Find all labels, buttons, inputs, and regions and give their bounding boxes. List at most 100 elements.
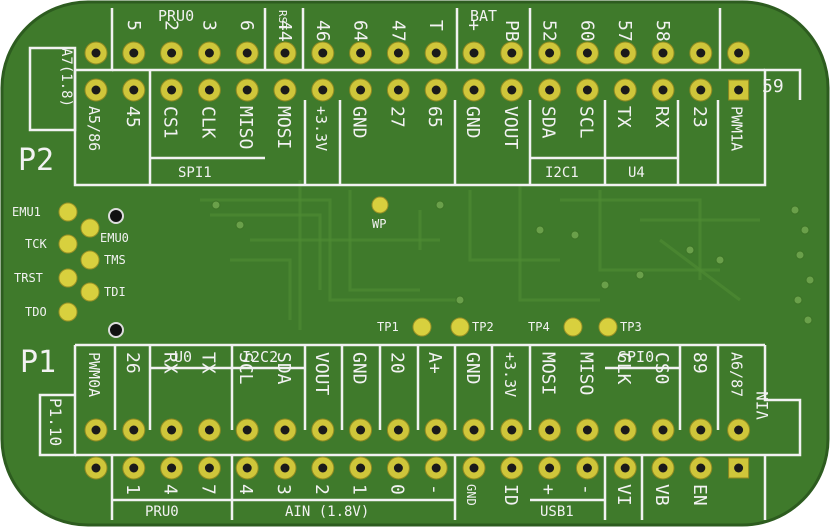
tp3-label: TP3 bbox=[620, 320, 642, 334]
p2-bottom-pin-label-17: PWM1A bbox=[728, 106, 746, 151]
p1-top-pin-label-1: 26 bbox=[122, 352, 143, 374]
p2-top-pad-11-hole bbox=[507, 48, 517, 58]
p2-bottom-pin-label-7: GND bbox=[349, 106, 370, 139]
p2-bottom-pin-label-0: A5/86 bbox=[85, 106, 103, 151]
p1-top-pad-14-hole bbox=[620, 425, 630, 435]
p2-bottom-pad-9-hole bbox=[431, 85, 441, 95]
tp1-pad bbox=[412, 317, 432, 337]
p1-bottom-pad-13-hole bbox=[582, 463, 592, 473]
p1-bottom-pin-label-8: - bbox=[424, 484, 445, 495]
p1-top-pad-3-hole bbox=[204, 425, 214, 435]
p1-top-pad-17-hole bbox=[734, 425, 744, 435]
p2-bottom-pad-4-hole bbox=[242, 85, 252, 95]
p2-bottom-pin-label-16: 23 bbox=[689, 106, 710, 128]
p1-top-pin-label-8: 20 bbox=[386, 352, 407, 374]
jtag-tms: TMS bbox=[104, 253, 126, 267]
p2-bottom-pin-label-13: SCL bbox=[575, 106, 596, 139]
tp2-pad bbox=[450, 317, 470, 337]
p1-bottom-pad-2-hole bbox=[167, 463, 177, 473]
p2-top-pad-10-hole bbox=[469, 48, 479, 58]
vias bbox=[211, 200, 815, 325]
emu0-pad bbox=[80, 218, 100, 238]
wp-label: WP bbox=[372, 217, 386, 231]
header-p1-label: P1 bbox=[20, 345, 56, 380]
p1-group-ain: AIN (1.8V) bbox=[285, 504, 369, 520]
jtag-tdo: TDO bbox=[25, 305, 47, 319]
tp4-pad bbox=[563, 317, 583, 337]
p1-group-spi0: SPI0 bbox=[618, 348, 654, 366]
header-p1 bbox=[38, 343, 802, 520]
p1-bottom-pin-label-9: GND bbox=[464, 484, 478, 506]
p2-group-pru0: PRU0 bbox=[158, 7, 194, 25]
p1-bottom-pin-label-7: 0 bbox=[386, 484, 407, 495]
p2-bottom-pin-label-15: RX bbox=[651, 106, 672, 128]
p1-top-pad-10-hole bbox=[469, 425, 479, 435]
p1-bottom-pin-label-10: ID bbox=[500, 484, 521, 506]
p1-bottom-pin-label-5: 2 bbox=[311, 484, 332, 495]
p1-top-pin-label-12: MOSI bbox=[538, 352, 559, 395]
p2-bottom-pin-label-2: CS1 bbox=[160, 106, 181, 139]
p2-bottom-pin-label-6: +3.3V bbox=[312, 106, 330, 151]
p2-top-pad-7-hole bbox=[356, 48, 366, 58]
p1-bottom-pin-label-0: 1 bbox=[122, 484, 143, 495]
p1-bottom-pad-15-hole bbox=[658, 463, 668, 473]
p1-top-pin-label-0: PWM0A bbox=[85, 352, 103, 397]
p1-top-pad-16-hole bbox=[696, 425, 706, 435]
p2-top-pin-label-6: 64 bbox=[350, 20, 371, 42]
p1-bottom-pad-9-hole bbox=[431, 463, 441, 473]
p2-bottom-pin-label-5: MOSI bbox=[273, 106, 294, 149]
p2-group-rst: RST bbox=[276, 10, 289, 30]
p2-top-pin-label-9: + bbox=[463, 20, 484, 31]
p1-group-vin: VIN bbox=[753, 391, 772, 420]
jtag-pads bbox=[58, 202, 124, 338]
header-p1-side-label: P1.10 bbox=[46, 398, 65, 446]
p1-top-pad-12-hole bbox=[545, 425, 555, 435]
p2-bottom-pad-16-hole bbox=[696, 85, 706, 95]
p2-bus-u4: U4 bbox=[628, 165, 645, 181]
p1-bottom-pad-10-hole bbox=[469, 463, 479, 473]
p1-bottom-pin-label-12: - bbox=[575, 484, 596, 495]
p2-bottom-pad-0-hole bbox=[91, 85, 101, 95]
p1-bottom-pad-1-hole bbox=[129, 463, 139, 473]
header-p2-side-label: A7(1.8) bbox=[58, 48, 74, 107]
p1-bottom-pad-11-hole bbox=[507, 463, 517, 473]
p1-top-pin-label-11: +3.3V bbox=[501, 352, 519, 397]
p2-bottom-pad-6-hole bbox=[318, 85, 328, 95]
p2-top-pin-label-1: 2 bbox=[161, 20, 182, 31]
p2-top-pin-label-13: 57 bbox=[614, 20, 635, 42]
p1-bottom-pin-label-14: VB bbox=[651, 484, 672, 506]
p2-bottom-pin-label-12: SDA bbox=[538, 106, 559, 139]
p1-bottom-pad-7-hole bbox=[356, 463, 366, 473]
p2-top-pad-6-hole bbox=[318, 48, 328, 58]
p1-top-pads bbox=[84, 418, 751, 442]
jtag-trst: TRST bbox=[14, 271, 43, 285]
p2-top-pin-label-7: 47 bbox=[387, 20, 408, 42]
p1-top-pad-13-hole bbox=[582, 425, 592, 435]
p1-bottom-pad-5-hole bbox=[280, 463, 290, 473]
p1-bottom-pads bbox=[84, 456, 750, 480]
p2-bottom-pad-1-hole bbox=[129, 85, 139, 95]
p1-bottom-pin-label-2: 7 bbox=[197, 484, 218, 495]
p2-top-pad-15-hole bbox=[658, 48, 668, 58]
tck-pad bbox=[58, 234, 78, 254]
p1-bottom-pin-label-15: EN bbox=[689, 484, 710, 506]
p1-bottom-pad-8-hole bbox=[393, 463, 403, 473]
p1-bottom-pin-label-13: VI bbox=[613, 484, 634, 506]
p1-top-pin-label-2: RX bbox=[160, 352, 181, 374]
p1-top-pad-2-hole bbox=[167, 425, 177, 435]
p1-bottom-pad-6-hole bbox=[318, 463, 328, 473]
tp1-label: TP1 bbox=[377, 320, 399, 334]
p2-top-pad-5-hole bbox=[280, 48, 290, 58]
p2-bottom-pad-3-hole bbox=[204, 85, 214, 95]
p1-bottom-pad-17-hole bbox=[734, 463, 744, 473]
p2-bottom-pad-8-hole bbox=[393, 85, 403, 95]
tp2-label: TP2 bbox=[472, 320, 494, 334]
p1-bottom-pad-16-hole bbox=[696, 463, 706, 473]
p2-top-pad-8-hole bbox=[393, 48, 403, 58]
tp3-pad bbox=[598, 317, 618, 337]
p2-top-pin-label-12: 60 bbox=[576, 20, 597, 42]
p2-top-pad-14-hole bbox=[620, 48, 630, 58]
